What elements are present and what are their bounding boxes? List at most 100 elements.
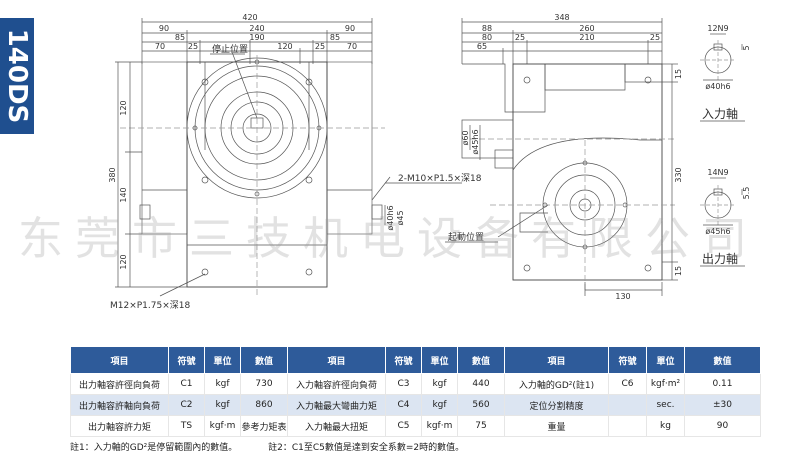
header-unit: 單位: [204, 346, 241, 374]
table-row: 出力軸容許力矩 TS kgf·m 參考力矩表 入力軸最大扭矩 C5 kgf·m …: [70, 415, 761, 437]
dim-88: 88: [482, 24, 492, 33]
table-cell: C5: [385, 415, 422, 437]
model-tab: 140DS: [0, 18, 34, 134]
output-key-depth: 5.5: [742, 187, 751, 200]
table-cell: 560: [457, 394, 505, 416]
header-symbol: 符號: [608, 346, 647, 374]
table-cell: 440: [457, 373, 505, 395]
note-2: 註2：C1至C5數值是達到安全系數=2時的數值。: [268, 443, 465, 453]
header-value: 數值: [240, 346, 288, 374]
dim-80: 80: [482, 33, 492, 42]
output-shaft-label: 出力軸: [702, 252, 738, 266]
input-key-depth: 5: [742, 45, 751, 50]
table-cell: 出力軸容許力矩: [70, 415, 169, 437]
dim-25-a: 25: [188, 42, 198, 51]
table-cell: C1: [168, 373, 205, 395]
table-cell: 入力軸最大彎曲力矩: [287, 394, 386, 416]
table-row: 出力軸容許徑向負荷 C1 kgf 730 入力軸容許徑向負荷 C3 kgf 44…: [70, 373, 761, 395]
input-key-width: 12N9: [707, 24, 728, 33]
table-cell: [608, 415, 647, 437]
indexing-position-label: 起動位置: [448, 231, 484, 243]
dim-left-120-top: 120: [119, 100, 128, 115]
table-cell: sec.: [646, 394, 685, 416]
table-cell: kg: [646, 415, 685, 437]
table-cell: ±30: [684, 394, 761, 416]
table-cell: kgf: [421, 394, 458, 416]
dim-left-140: 140: [119, 187, 128, 202]
dim-120: 120: [277, 42, 292, 51]
d45-front: ø45: [396, 210, 405, 225]
dim-65: 65: [477, 42, 487, 51]
dim-420: 420: [242, 13, 257, 22]
table-cell: kgf: [204, 373, 241, 395]
company-watermark: 东莞市三技机电设备有限公司: [18, 212, 760, 265]
table-cell: kgf·m²: [646, 373, 685, 395]
table-cell: 75: [457, 415, 505, 437]
table-cell: 730: [240, 373, 288, 395]
dim-90-left: 90: [159, 24, 169, 33]
table-cell: 出力軸容許徑向負荷: [70, 373, 169, 395]
dim-348: 348: [554, 13, 569, 22]
header-symbol: 符號: [385, 346, 422, 374]
stop-position-label: 停止位置: [212, 43, 248, 55]
output-shaft-dia: ø45h6: [705, 227, 730, 236]
table-cell: 定位分割精度: [504, 394, 609, 416]
input-shaft-dia: ø40h6: [705, 82, 730, 91]
table-cell: 入力軸的GD²(註1): [504, 373, 609, 395]
input-shaft-label: 入力軸: [702, 107, 738, 121]
dim-left-380: 380: [108, 167, 117, 182]
table-cell: C3: [385, 373, 422, 395]
table-cell: kgf·m: [204, 415, 241, 437]
dim-right-330: 330: [674, 167, 683, 182]
footnotes: 註1：入力軸的GD²是停留範圍內的數值。 註2：C1至C5數值是達到安全系數=2…: [70, 440, 464, 453]
header-item: 項目: [287, 346, 386, 374]
table-cell: 0.11: [684, 373, 761, 395]
header-unit: 單位: [646, 346, 685, 374]
table-cell: C2: [168, 394, 205, 416]
header-value: 數值: [457, 346, 505, 374]
dim-right-15-top: 15: [674, 69, 683, 79]
header-unit: 單位: [421, 346, 458, 374]
table-cell: 入力軸容許徑向負荷: [287, 373, 386, 395]
header-item: 項目: [70, 346, 169, 374]
d45h6-side-label: ø45h6: [471, 129, 480, 154]
table-cell: C6: [608, 373, 647, 395]
tap-top-label: 2-M10×P1.5×深18: [398, 173, 482, 184]
header-value: 數值: [684, 346, 761, 374]
table-cell: 參考力矩表: [240, 415, 288, 437]
dim-25-side-b: 25: [650, 33, 660, 42]
table-cell: 入力軸最大扭矩: [287, 415, 386, 437]
dim-25-side-a: 25: [515, 33, 525, 42]
output-key-width: 14N9: [707, 168, 728, 177]
table-row: 出力軸容許軸向負荷 C2 kgf 860 入力軸最大彎曲力矩 C4 kgf 56…: [70, 394, 761, 416]
dim-right-15-bottom: 15: [674, 266, 683, 276]
table-cell: TS: [168, 415, 205, 437]
table-cell: 重量: [504, 415, 609, 437]
dim-90-right: 90: [345, 24, 355, 33]
technical-drawing: 420 90 240 90 85 190 85 70 120 25 25 70 …: [108, 13, 751, 311]
dim-25-b: 25: [315, 42, 325, 51]
table-cell: 出力軸容許軸向負荷: [70, 394, 169, 416]
dim-left-120-bottom: 120: [119, 254, 128, 269]
table-cell: kgf·m: [421, 415, 458, 437]
header-symbol: 符號: [168, 346, 205, 374]
dim-240: 240: [249, 24, 264, 33]
table-cell: C4: [385, 394, 422, 416]
dim-85-right: 85: [330, 33, 340, 42]
d60-label: ø60: [461, 130, 470, 145]
dim-70-right: 70: [347, 42, 357, 51]
table-cell: kgf: [204, 394, 241, 416]
tap-bottom-label: M12×P1.75×深18: [110, 300, 190, 311]
note-1: 註1：入力軸的GD²是停留範圍內的數值。: [70, 443, 238, 453]
table-cell: kgf: [421, 373, 458, 395]
table-cell: 90: [684, 415, 761, 437]
header-item: 項目: [504, 346, 609, 374]
dim-210: 210: [579, 33, 594, 42]
table-cell: 860: [240, 394, 288, 416]
dim-70-left: 70: [155, 42, 165, 51]
dim-130: 130: [615, 292, 630, 301]
dim-260: 260: [579, 24, 594, 33]
spec-table: 項目 符號 單位 數值 項目 符號 單位 數值 項目 符號 單位 數值 出力軸容…: [70, 346, 761, 437]
dim-85-left: 85: [175, 33, 185, 42]
d40h6-front: ø40h6: [386, 205, 395, 230]
